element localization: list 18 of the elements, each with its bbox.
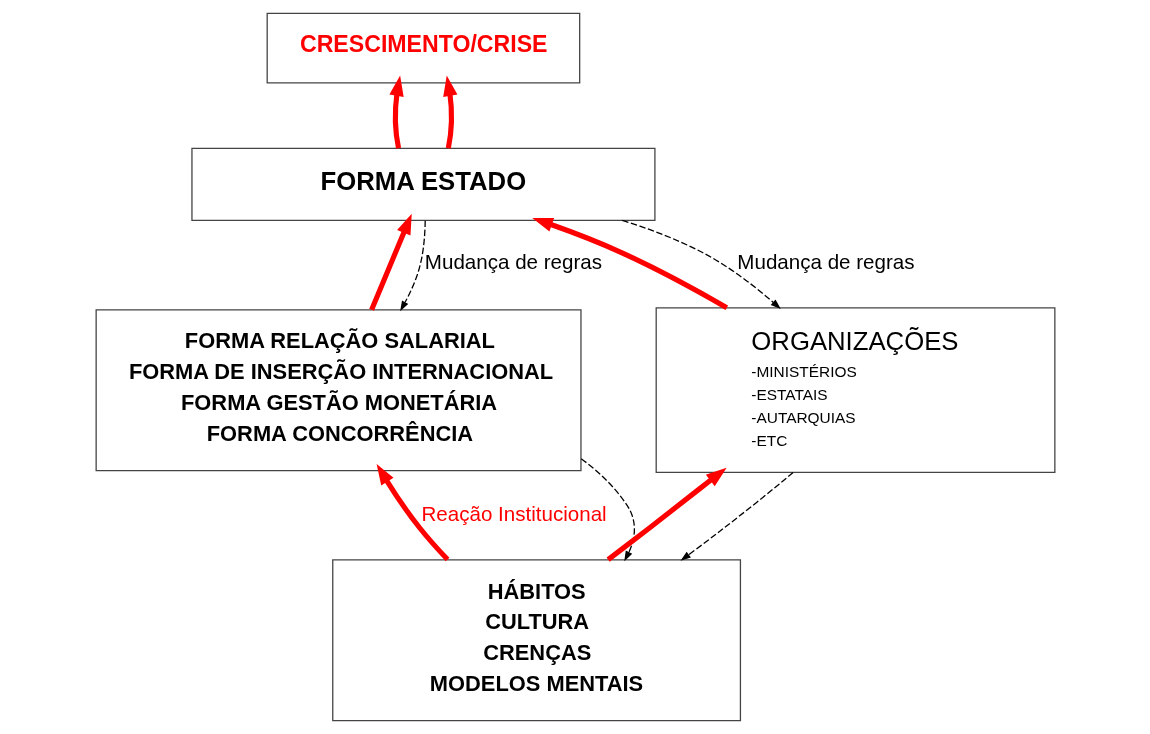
node-box: FORMA ESTADO [190, 147, 656, 222]
arrow [621, 219, 781, 310]
arrow [388, 75, 404, 149]
arrow [606, 467, 727, 562]
arrow [399, 220, 426, 312]
edge-label: Mudança de regras [736, 250, 915, 274]
edge-label: Reação Institucional [421, 502, 607, 526]
arrow [442, 75, 457, 149]
arrow [680, 471, 794, 561]
node-box: CRESCIMENTO/CRISE [266, 12, 580, 84]
edge-label: Mudança de regras [424, 250, 602, 274]
arrow [580, 458, 635, 562]
node-box: ORGANIZAÇÕES -MINISTÉRIOS -ESTATAIS -AUTARQUIAS -ETC [655, 307, 1055, 474]
arrow [368, 213, 412, 311]
arrow [376, 464, 449, 562]
arrow [531, 217, 728, 310]
node-box: FORMA RELAÇÃO SALARIAL FORMA DE INSERÇÃO INTERNACIONAL FORMA GESTÃO MONETÁRIA FORMA CONCORRÊNCIA [95, 309, 582, 472]
node-box: HÁBITOS CULTURA CRENÇAS MODELOS MENTAIS [331, 559, 741, 722]
